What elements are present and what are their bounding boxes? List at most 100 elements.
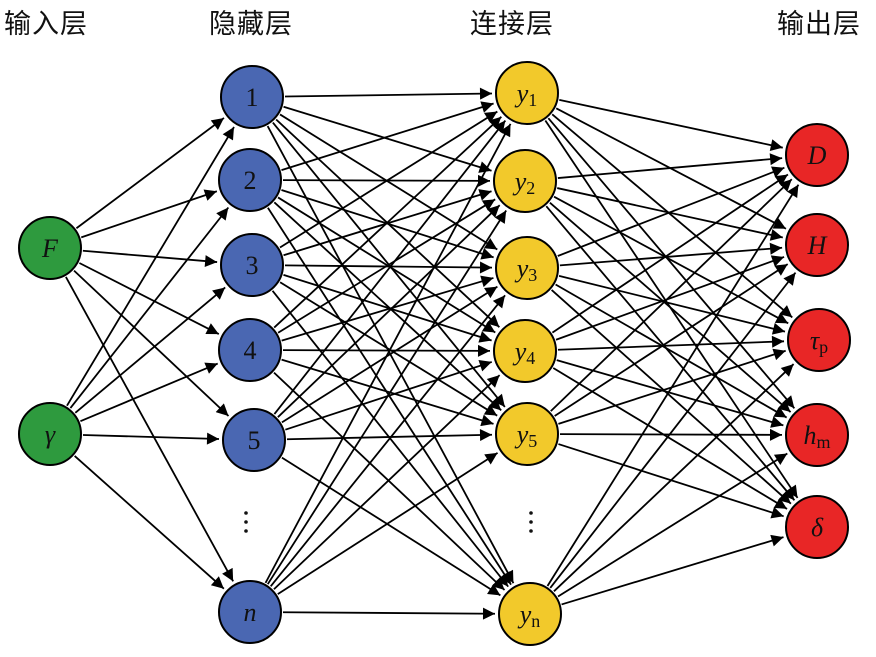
node-y5: y5 [495,402,559,466]
edge-gamma-to-h3 [74,286,226,414]
node-y4-circle [493,319,557,383]
node-yn-label: yn [517,600,541,631]
connection-layer-title: 连接层 [470,9,554,40]
node-D-circle [785,123,849,187]
node-hn: n [218,580,282,644]
edge-yn-to-h_m [557,452,788,598]
node-h5: 5 [222,408,286,472]
node-h4-circle [218,318,282,382]
node-y3-circle [495,236,559,300]
node-F-circle [18,216,82,280]
edge-y2-to-D [557,153,783,179]
node-tau_p-circle [787,308,851,372]
edge-h5-to-y5 [286,429,493,442]
edge-y1-to-tau_p [551,113,793,319]
node-y2: y2 [493,149,557,213]
node-h3: 3 [220,233,284,297]
node-h4-label: 4 [244,336,257,365]
node-h1: 1 [220,65,284,129]
node-y1-label: y1 [514,79,538,110]
node-h_m: hm [785,403,849,467]
edge-h2-to-y5 [273,201,502,412]
edge-y3-to-delta [551,289,792,505]
node-yn: yn [498,582,562,646]
edge-h1-to-y2 [283,105,492,173]
node-yn-circle [498,582,562,646]
edge-h5-to-y3 [281,285,498,424]
node-y3: y3 [495,236,559,300]
hidden-layer-title: 隐藏层 [209,9,293,40]
edge-h3-to-y5 [279,281,498,417]
edge-h3-to-y1 [279,110,498,249]
node-y1-circle [495,61,559,125]
edge-y5-to-H [554,263,789,417]
node-h1-circle [220,65,284,129]
node-y5-circle [495,402,559,466]
edge-F-to-hn [65,276,234,582]
edge-y1-to-D [559,99,783,152]
edge-h5-to-yn [281,456,501,597]
edge-h3-to-y3 [284,261,493,274]
node-F-label: F [41,234,59,263]
edge-F-to-h1 [75,117,225,229]
edge-h5-to-y1 [273,119,507,415]
node-H: H [785,213,849,277]
edge-gamma-to-h5 [82,432,220,445]
edge-h4-to-y1 [273,116,502,329]
node-h5-circle [222,408,286,472]
edge-y3-to-H [559,242,783,267]
edge-hn-to-y5 [277,452,499,595]
edge-y4-to-h_m [556,359,784,428]
node-gamma-circle [18,402,82,466]
node-gamma: γ [18,402,82,466]
edge-y4-to-D [551,173,789,334]
node-y2-circle [493,149,557,213]
node-F: F [18,216,82,280]
node-y1: y1 [495,61,559,125]
edge-F-to-h2 [80,189,218,239]
node-tau_p-label: τp [810,326,828,357]
nodes-group: Fγ 1 2 3 4 5 n y1 y2 y3 y4 y5 yn D Hτp hm δ [18,61,851,646]
node-h2-label: 2 [244,166,257,195]
node-h3-label: 3 [246,251,259,280]
node-y4: y4 [493,319,557,383]
edge-h4-to-yn [273,371,506,591]
edge-gamma-to-h2 [69,206,230,409]
edge-F-to-h5 [73,269,230,417]
edge-gamma-to-h4 [80,362,219,423]
node-hn-circle [218,580,282,644]
edge-hn-to-y1 [264,123,512,584]
edge-h4-to-y5 [281,358,494,427]
node-h_m-circle [785,403,849,467]
edge-h1-to-y1 [284,87,493,100]
edge-yn-to-delta [561,534,784,606]
node-delta-label: δ [811,513,824,542]
edge-F-to-h3 [82,249,218,268]
node-delta-circle [785,495,849,559]
node-y5-label: y5 [514,420,538,451]
edge-y3-to-h_m [555,283,788,419]
node-h_m-label: hm [803,421,830,452]
node-H-circle [785,213,849,277]
edge-y5-to-h_m [559,428,783,441]
edge-hn-to-y3 [269,294,506,587]
input-layer-title: 输入层 [4,9,88,40]
ellipsis-1 [529,511,533,533]
edge-y1-to-h_m [547,117,796,409]
node-y3-label: y3 [514,254,538,285]
output-layer-title: 输出层 [777,9,861,40]
edge-y2-to-delta [545,205,796,501]
node-H-label: H [807,231,828,260]
node-h3-circle [220,233,284,297]
ellipsis-group [244,511,533,533]
edge-hn-to-y4 [273,374,501,590]
edge-hn-to-y2 [266,210,507,585]
edge-h4-to-y4 [282,344,491,357]
edge-h1-to-y3 [279,113,498,251]
edges-group [65,87,800,620]
node-h2: 2 [218,148,282,212]
edge-gamma-to-h1 [66,126,235,407]
edge-y3-to-tau_p [558,275,786,335]
node-D: D [785,123,849,187]
